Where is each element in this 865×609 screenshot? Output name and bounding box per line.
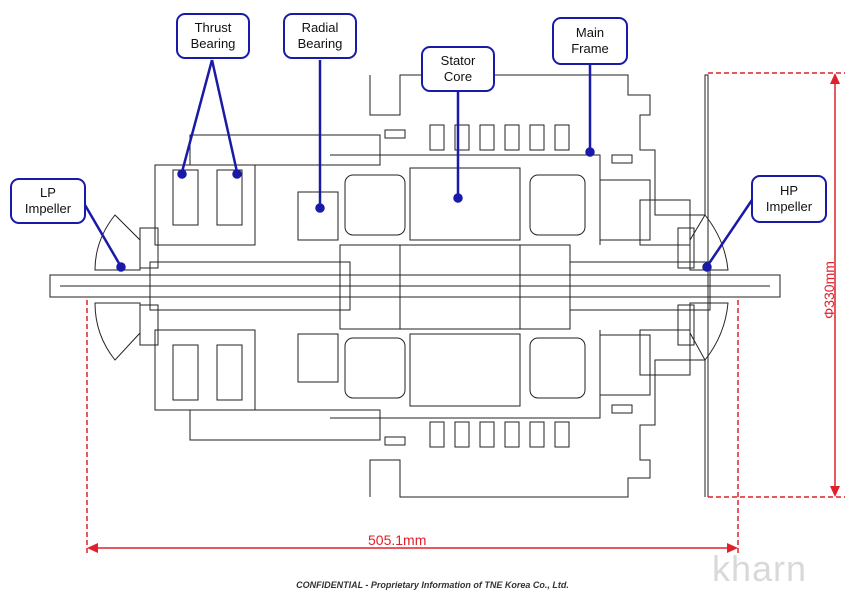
thrust-pad-1-top [172,169,199,226]
winding-right-top [529,174,586,236]
label-main-frame-line2: Frame [571,41,609,56]
label-lp-impeller-line2: Impeller [24,201,72,216]
housing-outline-bottom [369,359,706,498]
label-lp-impeller-line1: LP [40,185,56,200]
label-radial-bearing-line2: Bearing [297,36,343,51]
hp-impeller-shape [689,214,729,271]
label-stator-core-line1: Stator [440,53,476,68]
label-hp-impeller-line1: HP [779,183,799,198]
winding-right-bottom [529,337,586,399]
label-stator-core-line2: Core [443,69,473,84]
label-thrust-bearing-line2: Bearing [190,36,236,51]
label-radial-bearing: Radial Bearing [283,13,357,59]
watermark-logo: kharn [712,548,808,589]
thrust-pad-2-bottom [216,344,243,401]
winding-left-top [344,174,406,236]
confidential-footer: CONFIDENTIAL - Proprietary Information o… [296,580,569,590]
label-thrust-bearing: Thrust Bearing [176,13,250,59]
radial-bearing-top [297,191,339,241]
dimension-diameter: Φ330mm [820,261,837,319]
stator-core-top [409,167,521,241]
label-stator-core: Stator Core [421,46,495,92]
dimension-length: 505.1mm [368,532,427,548]
radial-bearing-bottom [297,333,339,383]
label-radial-bearing-line1: Radial [301,20,339,35]
label-main-frame-line1: Main [575,25,605,40]
label-lp-impeller: LP Impeller [10,178,86,224]
rotor [339,244,571,330]
label-main-frame: Main Frame [552,17,628,65]
left-flange-top [189,134,381,166]
housing-outline-top [369,74,709,497]
thrust-pad-2-top [216,169,243,226]
rear-housing-bottom [154,329,256,411]
label-hp-impeller: HP Impeller [751,175,827,223]
thrust-pad-1-bottom [172,344,199,401]
left-flange-bottom [189,409,381,441]
label-hp-impeller-line2: Impeller [765,199,813,214]
stator-core-bottom [409,333,521,407]
label-thrust-bearing-line1: Thrust [194,20,232,35]
lp-impeller-shape [94,214,141,271]
winding-left-bottom [344,337,406,399]
shaft [49,274,781,298]
rear-housing-top [154,164,256,246]
